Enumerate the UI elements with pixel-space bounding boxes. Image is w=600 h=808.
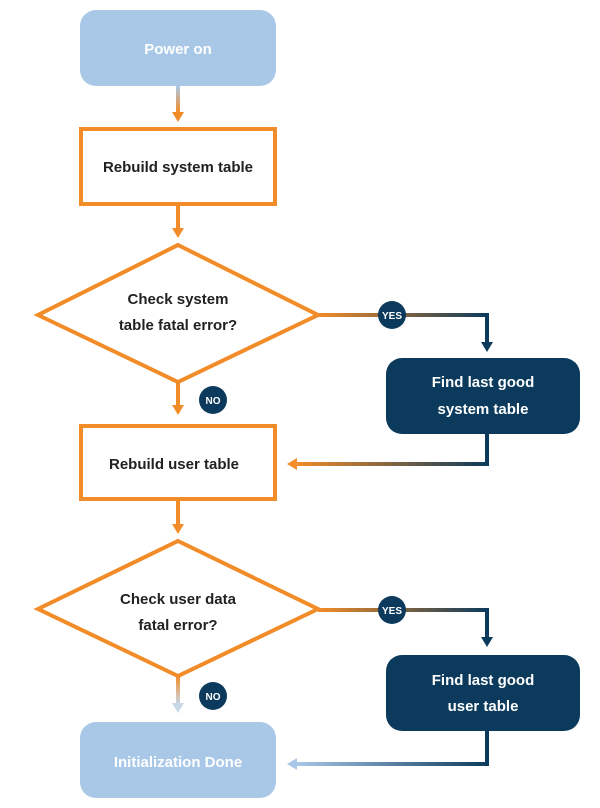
check-user-decision: Check user data fatal error? [33,538,323,679]
check-system-label-line2: table fatal error? [119,317,237,334]
no-badge-2-label: NO [206,692,221,703]
find-user-label-line2: user table [448,698,519,715]
no-badge-2: NO [199,682,227,710]
check-system-label-line1: Check system [128,291,229,308]
no-badge-1: NO [199,386,227,414]
rebuild-user-table-node: Rebuild user table [79,424,277,501]
find-system-label-line1: Find last good [432,374,535,391]
no-badge-1-label: NO [206,396,221,407]
find-user-table-node: Find last good user table [386,655,580,731]
find-system-label-line2: system table [438,401,529,418]
arrow-find-user-to-init-done [287,731,489,770]
check-system-decision: Check system table fatal error? [33,242,323,385]
yes-badge-2: YES [378,596,406,624]
rebuild-user-table-label: Rebuild user table [109,456,239,473]
yes-badge-2-label: YES [382,606,402,617]
arrow-find-system-to-rebuild-user [287,434,489,470]
init-done-node: Initialization Done [80,722,276,798]
power-on-node: Power on [80,10,276,86]
yes-branch-1 [318,313,493,352]
rebuild-system-table-node: Rebuild system table [79,127,277,206]
check-user-label-line2: fatal error? [138,617,217,634]
yes-badge-1-label: YES [382,311,402,322]
find-system-table-node: Find last good system table [386,358,580,434]
arrow-rebuild-to-check-system [172,204,184,238]
rebuild-system-table-label: Rebuild system table [103,159,253,176]
yes-badge-1: YES [378,301,406,329]
arrow-rebuild-user-to-check-user [172,499,184,534]
arrow-check-user-to-init-done [172,676,184,713]
yes-branch-2 [318,608,493,647]
power-on-label: Power on [144,41,212,58]
find-user-label-line1: Find last good [432,672,535,689]
init-done-label: Initialization Done [114,754,242,771]
arrow-power-to-rebuild [172,86,184,122]
arrow-check-system-to-rebuild-user [172,382,184,415]
check-user-label-line1: Check user data [120,591,237,608]
